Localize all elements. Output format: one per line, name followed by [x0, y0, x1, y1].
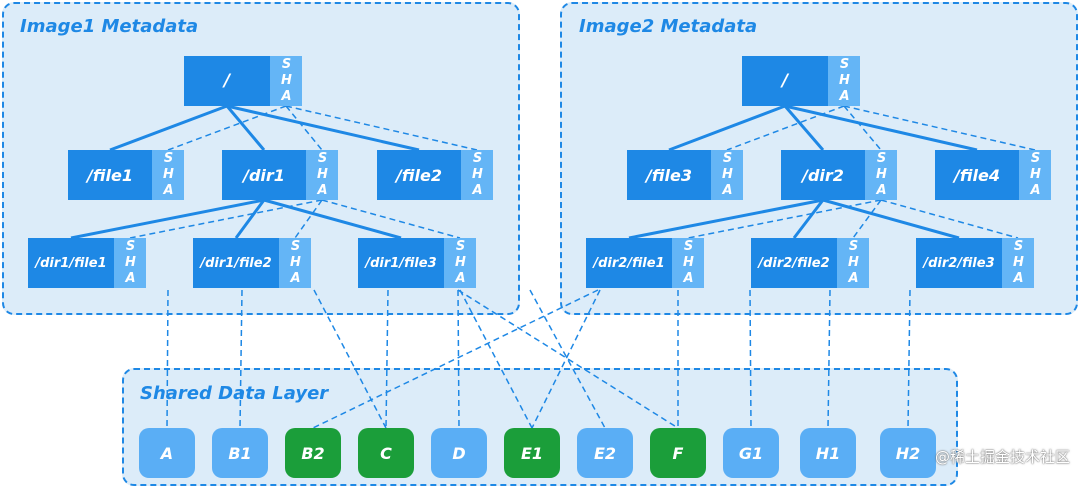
image2-sha-edge-root-l1-2: [843, 105, 1036, 151]
image2-node-l1-1-label: /dir2: [781, 150, 865, 200]
image1-edge-root-l1-0: [109, 104, 228, 152]
image2-sha-edge-dir-l2-1: [852, 199, 882, 239]
data-link-12: [827, 289, 831, 429]
image2-sha-edge-dir-l2-2: [880, 199, 1019, 239]
image2-sha-edge-root-l1-0: [726, 105, 845, 151]
image2-title: Image2 Metadata: [579, 16, 758, 37]
image2-edge-dir-l2-2: [822, 198, 960, 240]
data-link-13: [907, 289, 911, 429]
data-link-5: [457, 289, 679, 429]
data-link-11: [749, 289, 752, 429]
image1-sha-edge-dir-l2-2: [321, 199, 461, 239]
image2-sha-edge-dir-l2-0: [687, 199, 882, 239]
image2-node-root: /SHA: [742, 56, 860, 106]
image2-node-l2-0-sha: SHA: [672, 238, 704, 288]
data-link-6: [459, 289, 533, 429]
image1-node-root-sha: SHA: [270, 56, 302, 106]
image1-sha-edge-root-l1-2: [285, 105, 478, 151]
image2-node-root-sha: SHA: [828, 56, 860, 106]
image1-node-l2-1-sha: SHA: [279, 238, 311, 288]
image1-node-l1-2-label: /file2: [377, 150, 461, 200]
image2-edge-dir-l2-1: [792, 199, 825, 239]
image1-node-l2-2-sha: SHA: [444, 238, 476, 288]
data-block-g1: G1: [723, 428, 779, 478]
data-block-e2: E2: [577, 428, 633, 478]
image1-node-l1-1-sha: SHA: [306, 150, 338, 200]
data-link-1: [239, 289, 243, 429]
data-link-9: [531, 289, 601, 429]
image2-node-l1-2-label: /file4: [935, 150, 1019, 200]
data-block-h2: H2: [880, 428, 936, 478]
image1-node-l1-0-label: /file1: [68, 150, 152, 200]
data-block-h1: H1: [800, 428, 856, 478]
image1-edge-dir-l2-0: [70, 198, 265, 240]
image1-edge-dir-l2-2: [263, 198, 402, 240]
data-block-b2: B2: [285, 428, 341, 478]
image2-node-l2-1-sha: SHA: [837, 238, 869, 288]
data-link-4: [457, 289, 460, 429]
image1-node-l2-1-label: /dir1/file2: [193, 238, 279, 288]
image2-edge-root-l1-2: [784, 104, 978, 152]
shared-layer-title: Shared Data Layer: [140, 383, 329, 404]
image2-edge-dir-l2-0: [628, 198, 824, 240]
data-block-a: A: [139, 428, 195, 478]
image1-sha-edge-dir-l2-0: [129, 199, 323, 239]
image1-node-l1-1-label: /dir1: [222, 150, 306, 200]
image1-edge-root-l1-1: [225, 105, 266, 151]
data-block-d: D: [431, 428, 487, 478]
image2-node-root-label: /: [742, 56, 828, 106]
data-block-f: F: [650, 428, 706, 478]
image2-node-l1-1-sha: SHA: [865, 150, 897, 200]
image1-title: Image1 Metadata: [20, 16, 199, 37]
image1-node-l2-0-sha: SHA: [114, 238, 146, 288]
image2-node-l2-2-label: /dir2/file3: [916, 238, 1002, 288]
image1-edge-root-l1-2: [226, 104, 420, 152]
image2-node-l1-2-sha: SHA: [1019, 150, 1051, 200]
data-link-2: [313, 289, 387, 429]
data-link-8: [312, 289, 599, 429]
watermark: @稀土掘金技术社区: [934, 448, 1070, 466]
data-block-c: C: [358, 428, 414, 478]
data-link-0: [166, 289, 169, 429]
image1-node-l2-0-label: /dir1/file1: [28, 238, 114, 288]
image1-node-l1-2-sha: SHA: [461, 150, 493, 200]
image2-node-l2-2-sha: SHA: [1002, 238, 1034, 288]
image2-node-l1-0-sha: SHA: [711, 150, 743, 200]
image1-node-root: /SHA: [184, 56, 302, 106]
image2-edge-root-l1-1: [783, 105, 825, 151]
image1-sha-edge-root-l1-0: [167, 105, 287, 151]
image1-node-root-label: /: [184, 56, 270, 106]
image2-node-l2-1-label: /dir2/file2: [751, 238, 837, 288]
data-link-3: [385, 289, 389, 429]
image2-edge-root-l1-0: [668, 104, 786, 152]
data-block-b1: B1: [212, 428, 268, 478]
image1-node-l2-2-label: /dir1/file3: [358, 238, 444, 288]
data-link-7: [529, 289, 606, 429]
image1-edge-dir-l2-1: [234, 199, 266, 239]
image2-node-l2-0-label: /dir2/file1: [586, 238, 672, 288]
data-block-e1: E1: [504, 428, 560, 478]
image1-node-l1-0-sha: SHA: [152, 150, 184, 200]
image1-sha-edge-dir-l2-1: [294, 199, 323, 239]
image2-node-l1-0-label: /file3: [627, 150, 711, 200]
